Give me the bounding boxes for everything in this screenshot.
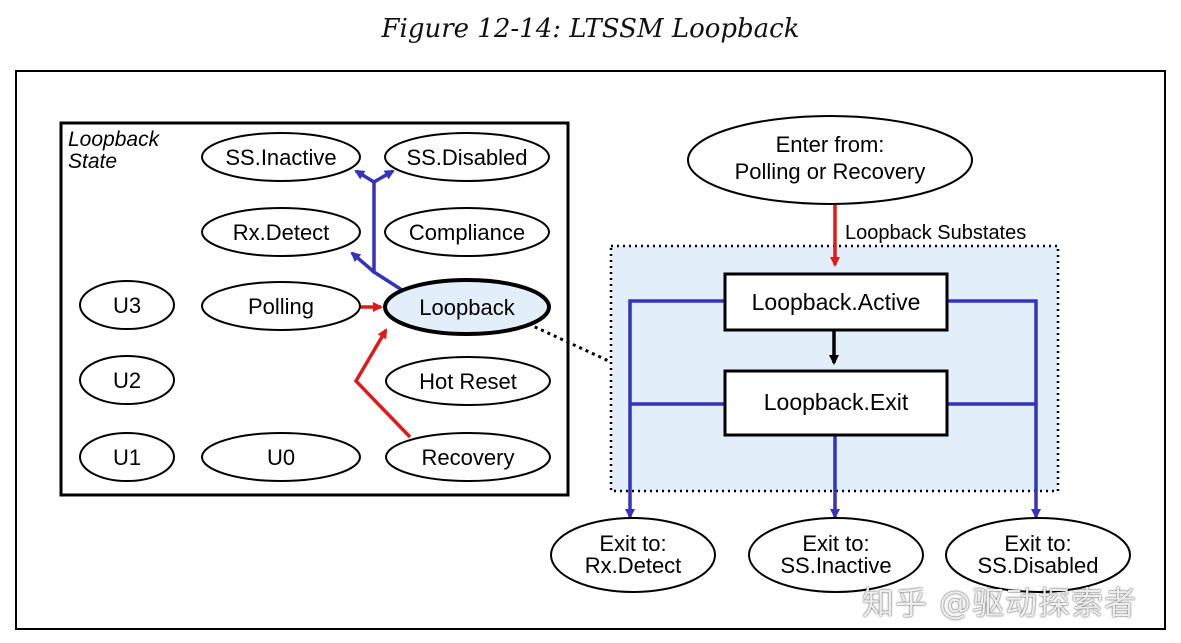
- zoom-connector: [521, 319, 612, 364]
- blue-exit-routing: [625, 299, 1041, 519]
- state-hot-reset: Hot Reset: [385, 356, 551, 406]
- substate-label: Loopback.Active: [752, 289, 921, 315]
- watermark: 知乎 @驱动探索者: [862, 584, 1138, 622]
- state-label: Rx.Detect: [233, 220, 330, 245]
- state-label: SS.Inactive: [225, 145, 336, 170]
- state-u3: U3: [79, 280, 175, 330]
- state-label: Recovery: [422, 445, 515, 470]
- exit-line2: SS.Inactive: [780, 553, 891, 578]
- state-label: Compliance: [409, 220, 525, 245]
- state-label: SS.Disabled: [406, 145, 527, 170]
- state-u2: U2: [79, 355, 175, 405]
- state-label: Polling: [248, 294, 314, 319]
- exit-line1: Exit to:: [599, 531, 666, 556]
- exit-ss-disabled: Exit to: SS.Disabled: [945, 517, 1131, 593]
- enter-line2: Polling or Recovery: [735, 159, 926, 184]
- state-label: U1: [113, 445, 141, 470]
- substate-loopback-exit: Loopback.Exit: [723, 369, 949, 437]
- enter-line1: Enter from:: [776, 132, 885, 157]
- state-label: Loopback: [419, 295, 515, 320]
- state-label: U3: [113, 293, 141, 318]
- panel-title-line2: State: [68, 150, 117, 173]
- state-label: Hot Reset: [419, 369, 517, 394]
- state-compliance: Compliance: [384, 207, 550, 257]
- exit-line1: Exit to:: [1004, 531, 1071, 556]
- state-polling: Polling: [201, 281, 361, 331]
- figure-caption: Figure 12-14: LTSSM Loopback: [381, 14, 800, 44]
- exit-line2: Rx.Detect: [585, 553, 682, 578]
- state-rx-detect: Rx.Detect: [201, 207, 361, 257]
- exit-line1: Exit to:: [802, 531, 869, 556]
- panel-title-line1: Loopback: [68, 128, 161, 151]
- loopback-state-panel: [59, 121, 570, 497]
- enter-from-node: Enter from: Polling or Recovery: [687, 115, 973, 205]
- state-u1: U1: [79, 432, 175, 482]
- state-label: U0: [267, 445, 295, 470]
- exit-ss-inactive: Exit to: SS.Inactive: [748, 517, 924, 593]
- substates-label: Loopback Substates: [845, 222, 1026, 244]
- state-loopback: Loopback: [383, 278, 551, 336]
- state-u0: U0: [201, 432, 361, 482]
- state-label: U2: [113, 368, 141, 393]
- substate-loopback-active: Loopback.Active: [723, 272, 949, 332]
- exit-rx-detect: Exit to: Rx.Detect: [550, 517, 716, 593]
- exit-line2: SS.Disabled: [977, 553, 1098, 578]
- outer-frame: [15, 70, 1166, 630]
- state-ss-inactive: SS.Inactive: [201, 132, 361, 182]
- red-entry-arrows-left: [353, 302, 412, 439]
- substate-label: Loopback.Exit: [764, 389, 909, 415]
- state-recovery: Recovery: [385, 432, 551, 482]
- state-ss-disabled: SS.Disabled: [384, 132, 550, 182]
- blue-exit-arrows-left: [350, 169, 403, 292]
